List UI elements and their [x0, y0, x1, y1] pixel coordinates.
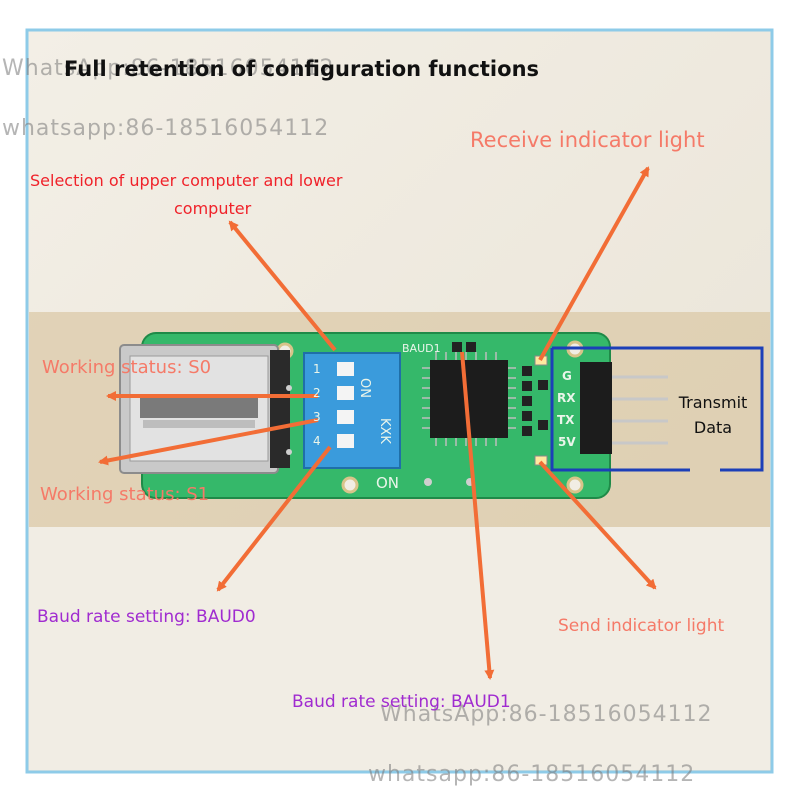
label-receive-indicator: Receive indicator light: [470, 128, 705, 152]
label-working-status-s0: Working status: S0: [42, 357, 212, 378]
label-send-indicator: Send indicator light: [558, 616, 725, 636]
pin-label-5v: 5V: [558, 435, 576, 449]
silk-dip-kxk: KXK: [377, 418, 392, 444]
silk-dip-1: 1: [313, 362, 321, 376]
silk-baud1: BAUD1: [402, 342, 441, 355]
arrow-s1: [98, 418, 319, 466]
silk-on: ON: [376, 474, 400, 492]
silk-dip-2: 2: [313, 386, 321, 400]
page-title: Full retention of configuration function…: [64, 57, 540, 81]
watermark: whatsapp:86-18516054112: [2, 116, 330, 141]
label-baud0: Baud rate setting: BAUD0: [37, 607, 256, 627]
watermark: WhatsApp:86-18516054112: [2, 56, 335, 81]
watermark: whatsapp:86-18516054112: [368, 762, 696, 787]
label-selection-line1: Selection of upper computer and lower: [30, 171, 343, 190]
silk-dip-3: 3: [313, 410, 321, 424]
label-transmit: Transmit: [678, 393, 748, 412]
arrow-baud0: [216, 445, 332, 592]
pin-label-g: G: [562, 369, 572, 383]
usb-connector: [119, 344, 290, 474]
arrow-receive: [538, 166, 650, 361]
pin-label-rx: RX: [557, 391, 576, 405]
arrow-send: [538, 460, 657, 590]
silk-dip-on: ON: [357, 378, 372, 398]
label-working-status-s1: Working status: S1: [40, 484, 210, 505]
arrow-selection: [228, 220, 337, 352]
arrow-baud1: [460, 351, 495, 680]
pin-header: [580, 362, 668, 454]
label-selection-line2: computer: [174, 199, 252, 218]
label-baud1: Baud rate setting: BAUD1: [292, 692, 511, 712]
label-data: Data: [693, 418, 733, 437]
pin-label-tx: TX: [557, 413, 575, 427]
transmit-data-bracket: [550, 346, 764, 472]
dip-switch: [303, 352, 401, 469]
watermark: WhatsApp:86-18516054112: [380, 702, 713, 727]
silk-dip-4: 4: [313, 434, 321, 448]
